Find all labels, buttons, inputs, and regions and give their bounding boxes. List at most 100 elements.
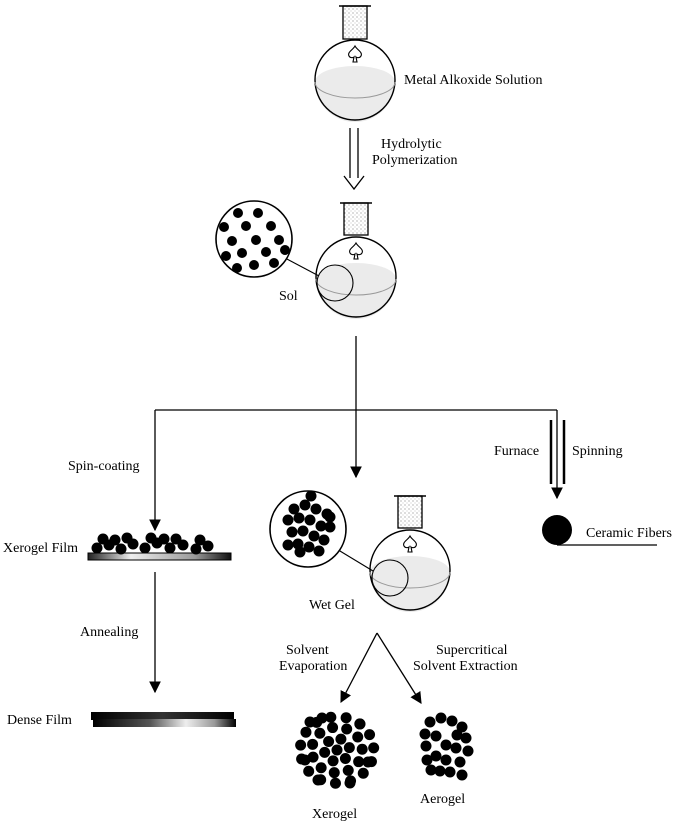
particle (435, 712, 447, 724)
particle (299, 754, 311, 766)
particle (335, 733, 347, 745)
particle (434, 765, 446, 777)
particle (327, 755, 339, 767)
xerogel-film (87, 532, 232, 561)
particle (357, 767, 369, 779)
particle (307, 738, 319, 750)
xerogel-cluster (295, 711, 380, 789)
particle (194, 534, 206, 546)
particle (444, 766, 456, 778)
label-supercritical-2: Solvent Extraction (413, 659, 518, 674)
particle (331, 744, 343, 756)
label-solvent-1: Solvent (286, 643, 329, 658)
label-solvent-2: Evaporation (279, 659, 347, 674)
particle (319, 746, 331, 758)
flask-wet-gel (334, 495, 451, 612)
particle (109, 534, 121, 546)
flask-metal-alkoxide (314, 5, 396, 122)
label-spin-coating: Spin-coating (68, 459, 140, 474)
particle (323, 736, 335, 748)
label-xerogel-film: Xerogel Film (3, 541, 78, 556)
particle (315, 520, 327, 532)
particle (304, 514, 316, 526)
label-aerogel: Aerogel (420, 792, 465, 807)
dense-film (91, 712, 236, 727)
particle (316, 712, 328, 724)
spade-icon (403, 534, 417, 553)
particle (202, 540, 214, 552)
double-arrow-hydrolysis (343, 128, 365, 191)
aerogel-cluster (419, 712, 474, 781)
particle (269, 258, 279, 268)
particle (328, 767, 340, 779)
label-hydrolytic-2: Polymerization (372, 153, 458, 168)
particle (170, 533, 182, 545)
particle (282, 539, 294, 551)
particle (261, 247, 271, 257)
particle (299, 499, 311, 511)
particle (266, 221, 276, 231)
particle (294, 546, 306, 558)
particle (341, 723, 353, 735)
particle (280, 245, 290, 255)
particle (295, 739, 307, 751)
particle (419, 728, 431, 740)
label-supercritical-1: Supercritical (436, 643, 508, 658)
particle (115, 543, 127, 555)
particle (329, 777, 341, 789)
particle (221, 251, 231, 261)
particle (293, 512, 305, 524)
particle (430, 750, 442, 762)
particle (353, 756, 365, 768)
particle (232, 263, 242, 273)
particle (368, 742, 380, 754)
particle (249, 260, 259, 270)
particle (454, 756, 466, 768)
particle (424, 716, 436, 728)
label-dense-film: Dense Film (7, 713, 72, 728)
particle (362, 756, 374, 768)
zoom-region-circle (371, 559, 409, 597)
branch-lines (149, 336, 558, 532)
particle (462, 745, 474, 757)
wet-gel-zoom-inset (269, 490, 347, 568)
particle (430, 730, 442, 742)
particle (310, 503, 322, 515)
particle (233, 208, 243, 218)
flask-sol (284, 202, 397, 319)
split-arrows (340, 632, 422, 704)
particle (456, 769, 468, 781)
label-annealing: Annealing (80, 625, 138, 640)
particle (324, 521, 336, 533)
particle (343, 742, 355, 754)
label-sol: Sol (279, 289, 298, 304)
particle (145, 532, 157, 544)
particle (253, 208, 263, 218)
particle (356, 743, 368, 755)
particle (241, 221, 251, 231)
furnace-spinning-arrow (549, 420, 566, 500)
particle (339, 752, 351, 764)
spade-icon (349, 241, 363, 260)
particle (460, 732, 472, 744)
label-xerogel: Xerogel (312, 807, 357, 822)
particle (312, 774, 324, 786)
particle (420, 740, 432, 752)
particle (340, 712, 352, 724)
particle (456, 721, 468, 733)
particle (164, 542, 176, 554)
particle (190, 543, 202, 555)
particle (237, 248, 247, 258)
particle (313, 545, 325, 557)
particle (158, 533, 170, 545)
particle (282, 514, 294, 526)
particle (227, 236, 237, 246)
particle (352, 731, 364, 743)
label-metal-alkoxide: Metal Alkoxide Solution (404, 73, 542, 88)
particle (274, 235, 284, 245)
particle (446, 715, 458, 727)
particle (139, 542, 151, 554)
particle (91, 542, 103, 554)
particle (286, 526, 298, 538)
